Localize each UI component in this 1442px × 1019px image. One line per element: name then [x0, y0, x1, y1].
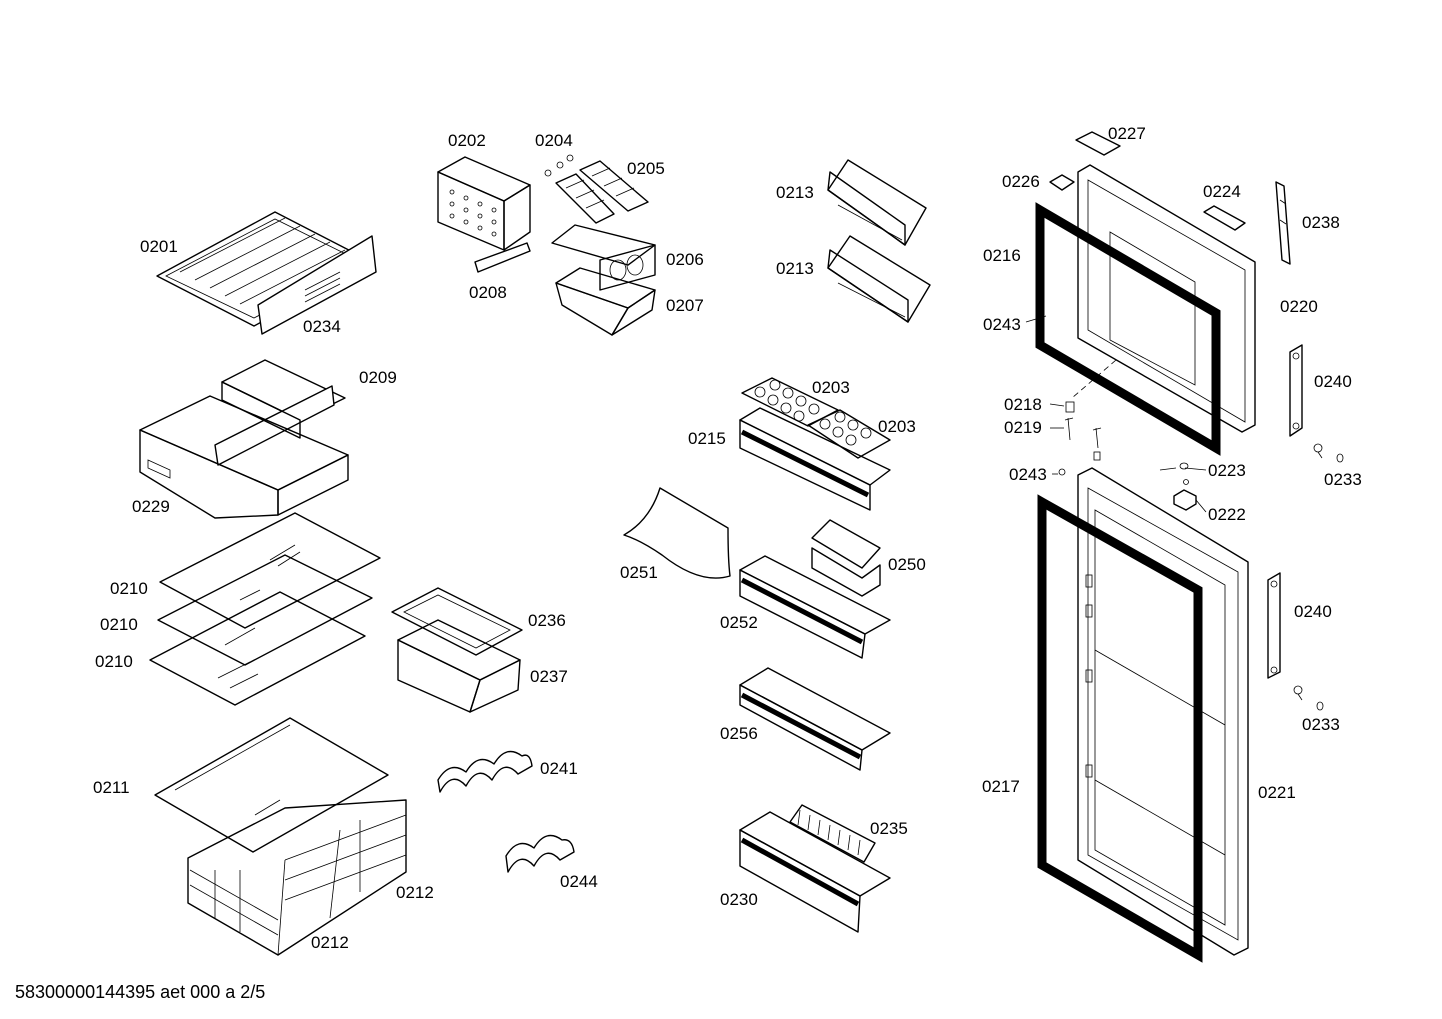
label-0204: 0204	[535, 131, 573, 150]
part-0217-fridge-gasket	[1037, 494, 1203, 963]
label-0207: 0207	[666, 296, 704, 315]
part-0220-freezer-door	[1077, 164, 1256, 433]
label-0240-2: 0240	[1294, 602, 1332, 621]
part-0226-cap	[1049, 174, 1075, 191]
label-0202: 0202	[448, 131, 486, 150]
part-0251-deflector	[623, 487, 731, 579]
label-0243-1: 0243	[983, 315, 1021, 334]
part-0241-bottle-holder	[437, 750, 533, 793]
part-labels: 0201 0234 0202 0204 0205 0206 0207 0208 …	[93, 124, 1362, 952]
part-0236-bin-frame	[391, 587, 523, 656]
part-0209-drawer	[214, 359, 346, 466]
part-0208-strip	[474, 242, 531, 273]
label-0230: 0230	[720, 890, 758, 909]
label-0209: 0209	[359, 368, 397, 387]
part-0235-bottle-divider	[789, 804, 876, 863]
part-0227-cover	[1075, 131, 1121, 156]
label-0227: 0227	[1108, 124, 1146, 143]
label-0235: 0235	[870, 819, 908, 838]
label-0203-2: 0203	[878, 417, 916, 436]
label-0238: 0238	[1302, 213, 1340, 232]
label-0213-2: 0213	[776, 259, 814, 278]
label-0210-1: 0210	[110, 579, 148, 598]
part-0238-strip	[1275, 181, 1291, 265]
part-0202-ice-maker-bracket	[437, 156, 531, 251]
part-0222-hinge-block	[1173, 489, 1197, 511]
part-0219-pin	[1064, 417, 1074, 441]
part-0211-crisper-cover	[154, 717, 389, 853]
drawing-reference-footer: 58300000144395 aet 000 a 2/5	[15, 982, 265, 1002]
label-0233-2: 0233	[1302, 715, 1340, 734]
label-0237: 0237	[530, 667, 568, 686]
label-0244: 0244	[560, 872, 598, 891]
label-0201: 0201	[140, 237, 178, 256]
part-0229-drawer-base	[139, 395, 349, 519]
part-0218-bushing	[1065, 401, 1075, 413]
part-0210-glass-shelf-2	[157, 554, 373, 666]
label-0223: 0223	[1208, 461, 1246, 480]
label-0220: 0220	[1280, 297, 1318, 316]
label-0233-1: 0233	[1324, 470, 1362, 489]
part-0223-washer	[1179, 462, 1189, 485]
label-0234: 0234	[303, 317, 341, 336]
label-0252: 0252	[720, 613, 758, 632]
part-0234-front-panel	[257, 235, 377, 335]
part-0210-glass-shelf-1	[159, 512, 381, 629]
label-0212-1: 0212	[396, 883, 434, 902]
label-0213-1: 0213	[776, 183, 814, 202]
part-0224-hinge-cover	[1203, 205, 1246, 231]
label-0210-3: 0210	[95, 652, 133, 671]
label-0219: 0219	[1004, 418, 1042, 437]
part-0244-bottle-holder	[505, 834, 575, 873]
label-0221: 0221	[1258, 783, 1296, 802]
part-0233-screw-upper	[1313, 443, 1344, 463]
label-0222: 0222	[1208, 505, 1246, 524]
part-0240-handle-upper	[1289, 344, 1303, 437]
part-0213-door-bin-2	[827, 235, 931, 323]
label-0251: 0251	[620, 563, 658, 582]
label-0236: 0236	[528, 611, 566, 630]
part-0252-door-shelf	[739, 555, 891, 659]
label-0229: 0229	[132, 497, 170, 516]
label-0212-2: 0212	[311, 933, 349, 952]
label-0217: 0217	[982, 777, 1020, 796]
label-0208: 0208	[469, 283, 507, 302]
label-0210-2: 0210	[100, 615, 138, 634]
label-0203-1: 0203	[812, 378, 850, 397]
part-0215-door-shelf	[739, 407, 891, 511]
part-0205-ice-trays	[555, 160, 649, 224]
part-0204-screws	[544, 154, 574, 177]
part-0256-door-shelf	[739, 667, 891, 771]
label-0226: 0226	[1002, 172, 1040, 191]
label-0206: 0206	[666, 250, 704, 269]
part-0213-door-bin-1	[827, 159, 927, 246]
part-0206-ice-bin-frame	[551, 224, 656, 291]
label-0256: 0256	[720, 724, 758, 743]
leader-lines	[1025, 315, 1207, 513]
label-0205: 0205	[627, 159, 665, 178]
part-0240-handle-lower	[1267, 572, 1281, 679]
label-0215: 0215	[688, 429, 726, 448]
part-0233-screw-lower	[1293, 685, 1324, 711]
part-0212-crisper-baskets	[187, 799, 407, 956]
label-0216: 0216	[983, 246, 1021, 265]
part-0230-bottle-shelf	[739, 811, 891, 933]
label-0211: 0211	[93, 778, 130, 797]
part-0216-freezer-gasket	[1035, 202, 1221, 456]
label-0250: 0250	[888, 555, 926, 574]
part-0207-ice-bucket	[555, 267, 656, 336]
label-0241: 0241	[540, 759, 578, 778]
part-0221-fridge-door	[1077, 467, 1249, 956]
label-0218: 0218	[1004, 395, 1042, 414]
part-0210-glass-shelf-3	[149, 591, 366, 706]
part-0203-egg-tray-1	[741, 377, 839, 427]
part-0219-pin-2	[1092, 427, 1102, 461]
label-0243-2: 0243	[1009, 465, 1047, 484]
label-0224: 0224	[1203, 182, 1241, 201]
part-0237-bin	[397, 619, 521, 713]
label-0240-1: 0240	[1314, 372, 1352, 391]
part-0250-dairy-box	[811, 519, 881, 597]
part-0243-clip	[1058, 468, 1066, 476]
